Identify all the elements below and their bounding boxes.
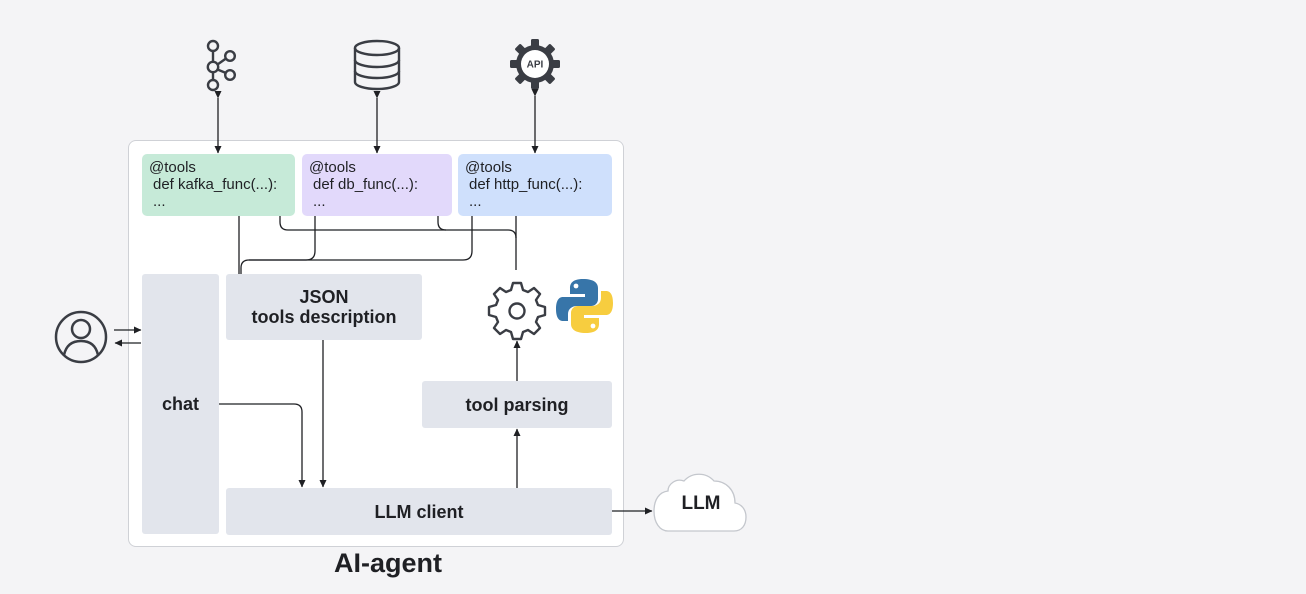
- http-to-json-line: [249, 216, 473, 261]
- db-tool-signature: def db_func(...):: [313, 176, 419, 193]
- http-tool-card: @tools def http_func(...): ...: [458, 154, 612, 216]
- llm-client-label: LLM client: [374, 501, 464, 522]
- ai-agent-label: AI-agent: [334, 548, 442, 578]
- chat-block: chat: [142, 274, 219, 534]
- llm-client-block: LLM client: [226, 488, 612, 535]
- db-tool-decorator: @tools: [309, 159, 356, 176]
- kafka-tool-body: ...: [153, 193, 166, 210]
- tool-parsing-label: tool parsing: [465, 394, 569, 415]
- llm-cloud-label: LLM: [681, 493, 721, 514]
- kafka-tool-signature: def kafka_func(...):: [153, 176, 278, 193]
- api-gear-icon: API: [510, 39, 560, 89]
- tools-description-label: tools description: [251, 307, 397, 327]
- chat-to-llm-client-arrow: [219, 403, 306, 488]
- http-tool-body: ...: [469, 193, 482, 210]
- kafka-icon: [206, 39, 236, 92]
- database-icon: [353, 39, 401, 91]
- db-to-executor-line: [437, 216, 447, 231]
- user-avatar-icon: [54, 310, 108, 364]
- json-tools-description-block: JSON tools description: [226, 274, 422, 340]
- db-tool-card: @tools def db_func(...): ...: [302, 154, 452, 216]
- tool-parsing-block: tool parsing: [422, 381, 612, 428]
- chat-label: chat: [161, 394, 199, 414]
- http-tool-decorator: @tools: [465, 159, 512, 176]
- api-icon-text: API: [527, 60, 544, 71]
- db-tool-body: ...: [313, 193, 326, 210]
- http-tool-signature: def http_func(...):: [469, 176, 583, 193]
- gear-icon: [487, 281, 547, 341]
- json-label: JSON: [299, 287, 349, 307]
- python-logo-icon: [556, 279, 613, 333]
- llm-cloud-shape: [653, 473, 747, 532]
- kafka-tool-decorator: @tools: [149, 159, 196, 176]
- db-to-json-line: [240, 216, 316, 274]
- kafka-tool-card: @tools def kafka_func(...): ...: [142, 154, 295, 216]
